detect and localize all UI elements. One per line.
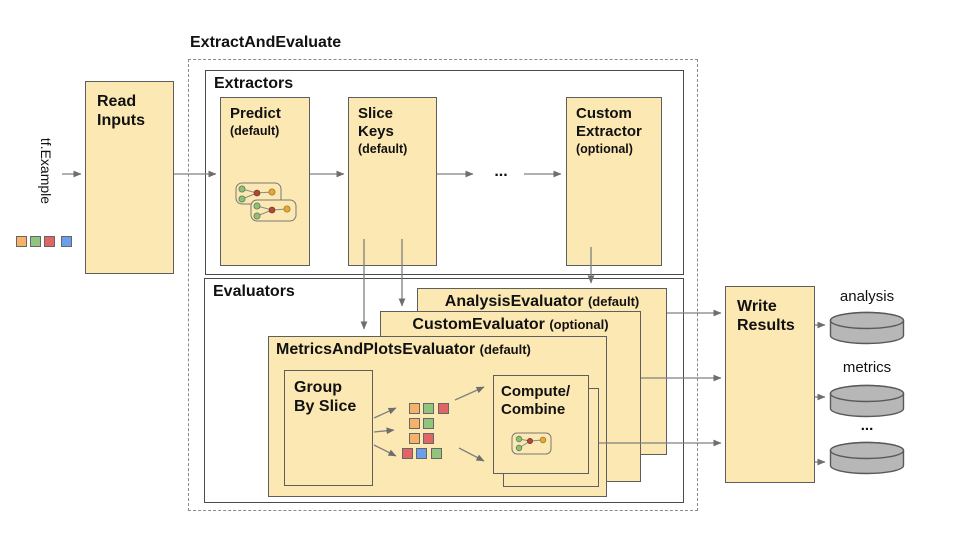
custom-evaluator-qualifier: (optional) xyxy=(549,317,609,332)
sliced-example-square xyxy=(423,403,435,414)
slice-keys-extractor-box: Slice Keys (default) xyxy=(348,97,437,266)
sliced-example-square xyxy=(409,418,420,429)
extract-and-evaluate-container xyxy=(188,59,698,511)
write-results-label: Write Results xyxy=(737,298,795,334)
read-inputs-label: Read Inputs xyxy=(97,93,145,129)
compute-combine-label: Compute/ Combine xyxy=(501,383,571,418)
example-square xyxy=(16,236,27,247)
tf-example-label: tf.Example xyxy=(38,137,54,205)
analysis-evaluator-qualifier: (default) xyxy=(587,294,640,309)
custom-evaluator-name: CustomEvaluator xyxy=(412,316,545,333)
analysis-evaluator-name: AnalysisEvaluator xyxy=(444,293,584,310)
sliced-example-square xyxy=(423,433,435,444)
extract-and-evaluate-title: ExtractAndEvaluate xyxy=(190,34,342,51)
example-square xyxy=(30,236,41,247)
output-more-label: ... xyxy=(860,417,874,434)
metrics-evaluator-qualifier: (default) xyxy=(479,342,531,357)
analysis-database-cylinder-icon xyxy=(829,311,905,345)
sliced-example-square xyxy=(423,418,435,429)
read-inputs-box: Read Inputs xyxy=(85,81,174,274)
more-outputs-database-cylinder-icon xyxy=(829,441,905,475)
custom-extractor-label: Custom Extractor xyxy=(576,105,642,140)
metrics-database-cylinder-icon xyxy=(829,384,905,418)
sliced-example-square xyxy=(416,448,428,459)
extractors-ellipsis: ... xyxy=(494,163,508,180)
write-results-box: Write Results xyxy=(725,286,815,483)
example-square xyxy=(61,236,72,247)
predict-label: Predict xyxy=(230,105,281,122)
extractors-section-label: Extractors xyxy=(214,75,294,92)
evaluators-section-label: Evaluators xyxy=(213,283,295,300)
output-metrics-label: metrics xyxy=(842,359,892,376)
sliced-example-square xyxy=(437,403,449,414)
custom-extractor-qualifier: (optional) xyxy=(576,142,633,156)
predict-extractor-box: Predict (default) xyxy=(220,97,310,266)
custom-extractor-box: Custom Extractor (optional) xyxy=(566,97,662,266)
metrics-evaluator-name: MetricsAndPlotsEvaluator xyxy=(276,341,476,358)
slice-keys-qualifier: (default) xyxy=(358,142,408,156)
custom-evaluator-label: CustomEvaluator (optional) xyxy=(381,312,640,334)
metrics-evaluator-label: MetricsAndPlotsEvaluator (default) xyxy=(269,337,606,359)
sliced-example-square xyxy=(409,433,420,444)
predict-mini-graph-icon xyxy=(235,182,297,222)
slice-keys-label: Slice Keys xyxy=(358,105,394,140)
sliced-example-square xyxy=(402,448,413,459)
analysis-evaluator-label: AnalysisEvaluator (default) xyxy=(418,289,666,311)
compute-combine-box: Compute/ Combine xyxy=(493,375,589,474)
group-by-slice-label: Group By Slice xyxy=(294,379,357,416)
compute-mini-graph-icon xyxy=(511,432,552,455)
predict-qualifier: (default) xyxy=(230,124,280,138)
sliced-example-square xyxy=(409,403,420,414)
sliced-example-square xyxy=(430,448,442,459)
output-analysis-label: analysis xyxy=(839,288,895,305)
example-square xyxy=(44,236,55,247)
group-by-slice-box: Group By Slice xyxy=(284,370,373,486)
